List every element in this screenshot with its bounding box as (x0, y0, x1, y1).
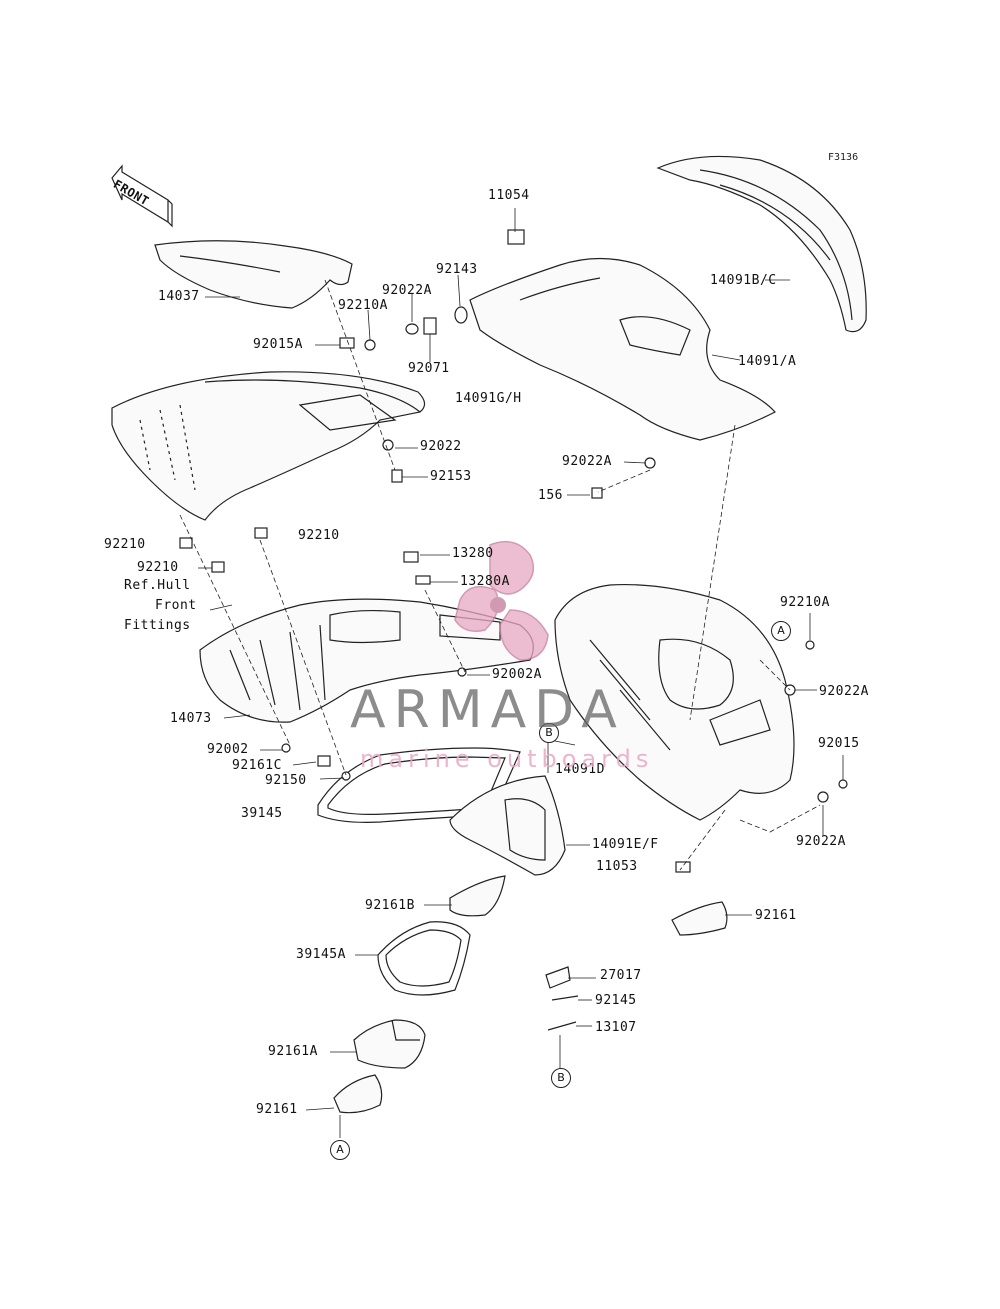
part-92022A-washer-right2 (817, 791, 829, 803)
ref-marker-a-right: A (771, 621, 791, 641)
part-92210-clip-a (179, 537, 193, 549)
label-92022: 92022 (420, 439, 462, 454)
label-92002A: 92002A (492, 667, 542, 682)
part-92153-bolt (391, 469, 403, 483)
part-14091EF (449, 775, 566, 876)
part-14091D (554, 584, 795, 821)
label-92210-b: 92210 (137, 560, 179, 575)
label-92161-bottom: 92161 (256, 1102, 298, 1117)
label-92015: 92015 (818, 736, 860, 751)
part-92210A-nut (364, 339, 376, 351)
label-14091BC: 14091B/C (710, 273, 777, 288)
label-92161B: 92161B (365, 898, 415, 913)
part-156-bolt (591, 487, 603, 499)
label-14091A: 14091/A (738, 354, 797, 369)
part-92210-clip-b (254, 527, 268, 539)
armada-logo-icon (454, 540, 549, 661)
label-ref-hull-2: Front (155, 598, 197, 613)
part-92145 (551, 995, 579, 1001)
part-14091A (469, 257, 776, 441)
label-ref-hull-3: Fittings (124, 618, 191, 633)
part-39145A (377, 921, 471, 996)
label-92161-right: 92161 (755, 908, 797, 923)
watermark-tagline: marine outboards (360, 745, 654, 773)
part-92022-washer (382, 439, 394, 451)
label-ref-hull-1: Ref.Hull (124, 578, 191, 593)
label-92210-center: 92210 (298, 528, 340, 543)
leader-lines (179, 208, 844, 1138)
label-11053: 11053 (596, 859, 638, 874)
part-92161B (449, 875, 506, 917)
label-14037: 14037 (158, 289, 200, 304)
part-13280-clip (403, 551, 419, 563)
label-13280A: 13280A (460, 574, 510, 589)
front-arrow-icon (111, 164, 173, 228)
label-92210-left: 92210 (104, 537, 146, 552)
label-156: 156 (538, 488, 563, 503)
part-14091BC (656, 155, 867, 333)
label-14073: 14073 (170, 711, 212, 726)
label-92161A: 92161A (268, 1044, 318, 1059)
label-11054: 11054 (488, 188, 530, 203)
ref-marker-a-bottom: A (330, 1140, 350, 1160)
label-14091GH: 14091G/H (455, 391, 522, 406)
part-13107 (547, 1021, 577, 1031)
ref-marker-b-bottom: B (551, 1068, 571, 1088)
part-13280A-clip (415, 575, 431, 585)
label-92210A-right: 92210A (780, 595, 830, 610)
label-14091D: 14091D (555, 762, 605, 777)
part-92210-clip-c (211, 561, 225, 573)
label-92143: 92143 (436, 262, 478, 277)
part-92161-bottom (333, 1074, 383, 1114)
part-92161C-pad (317, 755, 331, 767)
label-92022A-mid: 92022A (562, 454, 612, 469)
label-27017: 27017 (600, 968, 642, 983)
part-14091GH (111, 371, 426, 521)
label-13107: 13107 (595, 1020, 637, 1035)
label-39145A: 39145A (296, 947, 346, 962)
part-11054-clip (507, 229, 525, 245)
ref-marker-b-center: B (539, 723, 559, 743)
label-92022A-top: 92022A (382, 283, 432, 298)
part-92002-screw (281, 743, 291, 753)
part-11053-clip (675, 861, 691, 873)
part-92015A-clip (339, 337, 355, 349)
label-13280: 13280 (452, 546, 494, 561)
part-92161-right (671, 901, 728, 936)
part-92071-bolt (423, 317, 437, 335)
label-92071: 92071 (408, 361, 450, 376)
part-92022A-mid (644, 457, 656, 469)
watermark-brand: ARMADA (350, 680, 625, 740)
part-92022A-washer (405, 323, 419, 335)
label-14091EF: 14091E/F (592, 837, 659, 852)
part-92161A (353, 1019, 426, 1069)
label-92210A-top: 92210A (338, 298, 388, 313)
part-92143-washer (454, 306, 468, 324)
part-92015-screw (838, 779, 848, 789)
label-92022A-right: 92022A (819, 684, 869, 699)
label-39145: 39145 (241, 806, 283, 821)
part-92150-screw (341, 771, 351, 781)
label-92015A: 92015A (253, 337, 303, 352)
part-92210A-nut-right (805, 640, 815, 650)
part-14073 (199, 598, 534, 723)
label-92153: 92153 (430, 469, 472, 484)
label-92145: 92145 (595, 993, 637, 1008)
label-92150: 92150 (265, 773, 307, 788)
label-92161C: 92161C (232, 758, 282, 773)
label-92002: 92002 (207, 742, 249, 757)
figure-code: F3136 (828, 152, 859, 163)
label-92022A-right2: 92022A (796, 834, 846, 849)
part-14037 (154, 240, 353, 309)
part-27017 (545, 966, 571, 989)
